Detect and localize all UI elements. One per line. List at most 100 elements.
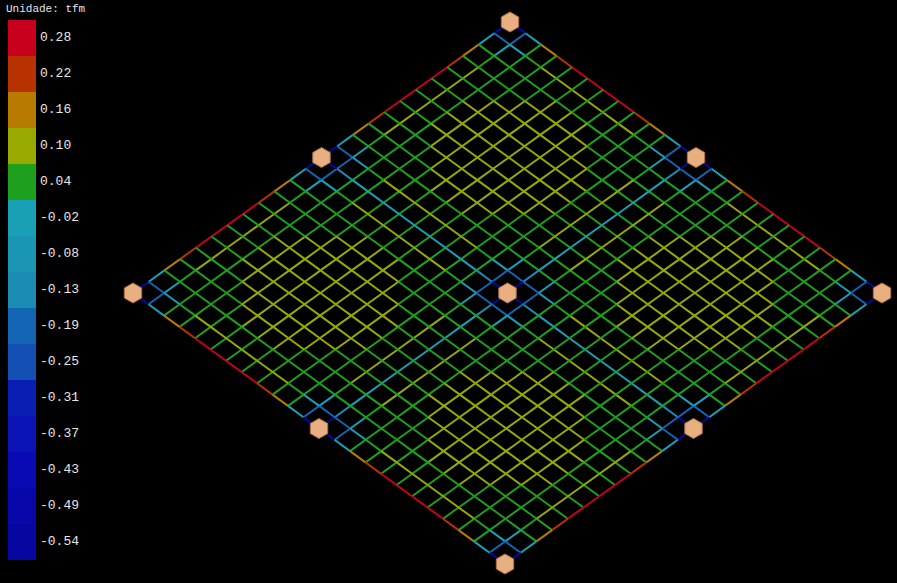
grid-beam (725, 383, 741, 394)
grid-beam (492, 327, 508, 338)
grid-beam (227, 282, 243, 293)
grid-beam (368, 225, 384, 236)
legend-value: -0.37 (40, 427, 79, 440)
grid-beam (335, 338, 351, 349)
grid-beam (463, 79, 479, 90)
grid-beam (305, 293, 321, 304)
grid-beam (368, 158, 384, 169)
grid-beam (290, 237, 306, 248)
grid-beam (586, 248, 602, 259)
grid-beam (399, 169, 415, 180)
grid-beam (726, 327, 742, 338)
grid-beam (494, 112, 510, 123)
grid-beam (413, 429, 429, 440)
grid-beam (367, 248, 383, 259)
grid-beam (491, 372, 507, 383)
grid-beam (180, 259, 196, 270)
grid-beam (571, 214, 587, 225)
grid-beam (601, 293, 617, 304)
grid-beam (711, 203, 727, 214)
grid-beam (521, 508, 537, 519)
grid-beam (415, 214, 431, 225)
grid-beam (164, 270, 180, 281)
grid-beam (289, 316, 305, 327)
grid-beam (648, 282, 664, 293)
grid-beam (710, 316, 726, 327)
grid-beam (618, 135, 634, 146)
grid-beam (383, 248, 399, 259)
grid-beam (366, 440, 382, 451)
grid-beam (305, 203, 321, 214)
grid-beam (648, 304, 664, 315)
grid-beam (615, 474, 631, 485)
grid-beam (556, 169, 572, 180)
grid-beam (618, 124, 634, 135)
grid-beam (647, 338, 663, 349)
grid-beam (273, 304, 289, 315)
grid-beam (289, 282, 305, 293)
legend-swatch (8, 164, 36, 200)
grid-beam (587, 169, 603, 180)
grid-beam (444, 417, 460, 428)
grid-beam (384, 135, 400, 146)
grid-beam (243, 259, 259, 270)
grid-beam (663, 327, 679, 338)
grid-beam (494, 33, 510, 44)
grid-beam (289, 304, 305, 315)
grid-beam (632, 304, 648, 315)
grid-beam (304, 316, 320, 327)
grid-beam (648, 293, 664, 304)
grid-beam (587, 90, 603, 101)
grid-beam (461, 293, 477, 304)
grid-beam (290, 180, 306, 191)
grid-beam (415, 225, 431, 236)
grid-beam (242, 361, 258, 372)
grid-beam (243, 225, 259, 236)
grid-beam (541, 90, 557, 101)
grid-beam (412, 451, 428, 462)
grid-beam (663, 316, 679, 327)
legend-value: -0.25 (40, 355, 79, 368)
grid-beam (352, 282, 368, 293)
grid-beam (211, 282, 227, 293)
grid-beam (398, 361, 414, 372)
grid-beam (400, 90, 416, 101)
grid-beam (397, 474, 413, 485)
grid-beam (571, 124, 587, 135)
grid-beam (369, 124, 385, 135)
grid-beam (336, 259, 352, 270)
grid-beam (600, 383, 616, 394)
grid-beam (540, 180, 556, 191)
grid-beam (648, 270, 664, 281)
grid-beam (617, 270, 633, 281)
grid-beam (212, 237, 228, 248)
grid-beam (663, 383, 679, 394)
grid-beam (335, 406, 351, 417)
grid-beam (257, 372, 273, 383)
grid-beam (757, 350, 773, 361)
grid-beam (462, 112, 478, 123)
grid-beam (709, 406, 725, 417)
grid-beam (491, 361, 507, 372)
grid-beam (695, 270, 711, 281)
grid-beam (351, 316, 367, 327)
grid-beam (525, 45, 541, 56)
grid-beam (397, 406, 413, 417)
grid-beam (304, 372, 320, 383)
grid-beam (399, 248, 415, 259)
grid-beam (757, 338, 773, 349)
grid-beam (413, 361, 429, 372)
grid-beam (463, 56, 479, 67)
grid-beam (632, 338, 648, 349)
grid-beam (494, 124, 510, 135)
grid-beam (758, 248, 774, 259)
grid-beam (508, 225, 523, 236)
grid-beam (149, 293, 165, 304)
legend-value: 0.16 (40, 103, 71, 116)
grid-beam (522, 440, 538, 451)
grid-beam (726, 293, 742, 304)
grid-beam (382, 395, 398, 406)
grid-beam (571, 225, 587, 236)
grid-beam (321, 180, 337, 191)
grid-beam (430, 270, 446, 281)
